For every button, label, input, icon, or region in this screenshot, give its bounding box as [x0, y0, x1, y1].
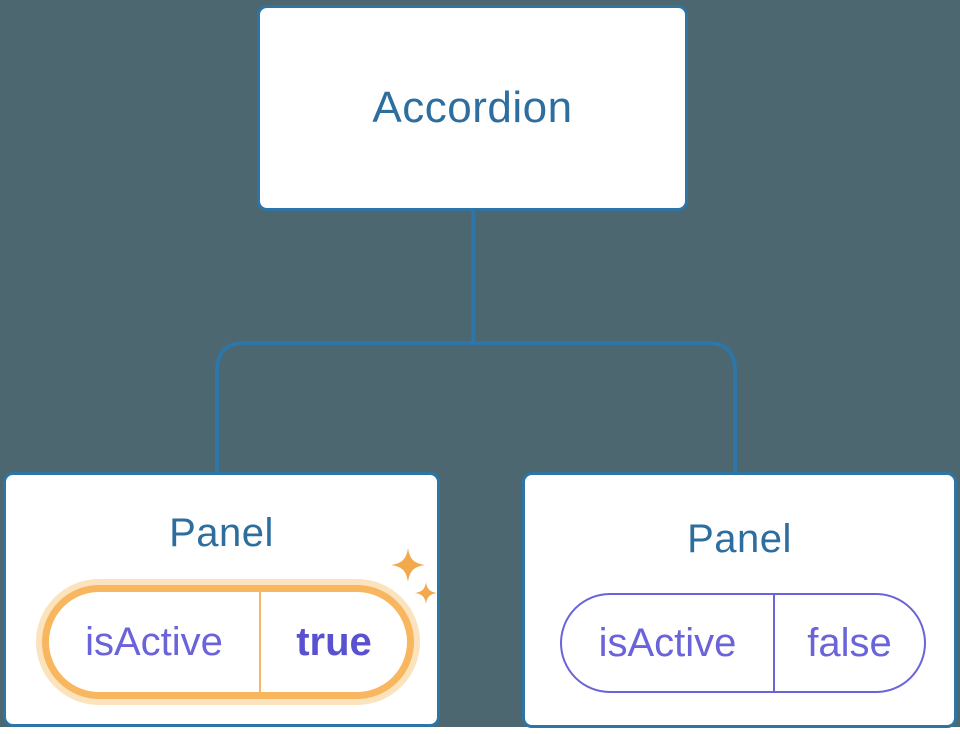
- panel-node-active: Panel isActive true: [3, 472, 440, 727]
- prop-value: false: [807, 620, 892, 665]
- prop-pill-active: isActive true: [42, 585, 414, 699]
- pill-divider: [773, 595, 775, 691]
- panel-node-label: Panel: [687, 517, 792, 561]
- panel-node-inactive: Panel isActive false: [522, 472, 957, 728]
- prop-name: isActive: [85, 619, 223, 664]
- accordion-node: Accordion: [257, 5, 688, 211]
- pill-divider: [259, 592, 261, 692]
- prop-pill-inactive: isActive false: [560, 593, 926, 693]
- sparkle-icon-large: [391, 548, 425, 582]
- panel-node-label: Panel: [169, 511, 274, 555]
- prop-value: true: [296, 619, 372, 664]
- sparkle-icon-small: [415, 582, 437, 604]
- accordion-node-label: Accordion: [372, 83, 573, 132]
- prop-name: isActive: [598, 620, 737, 665]
- sparkle-icon: [391, 548, 437, 604]
